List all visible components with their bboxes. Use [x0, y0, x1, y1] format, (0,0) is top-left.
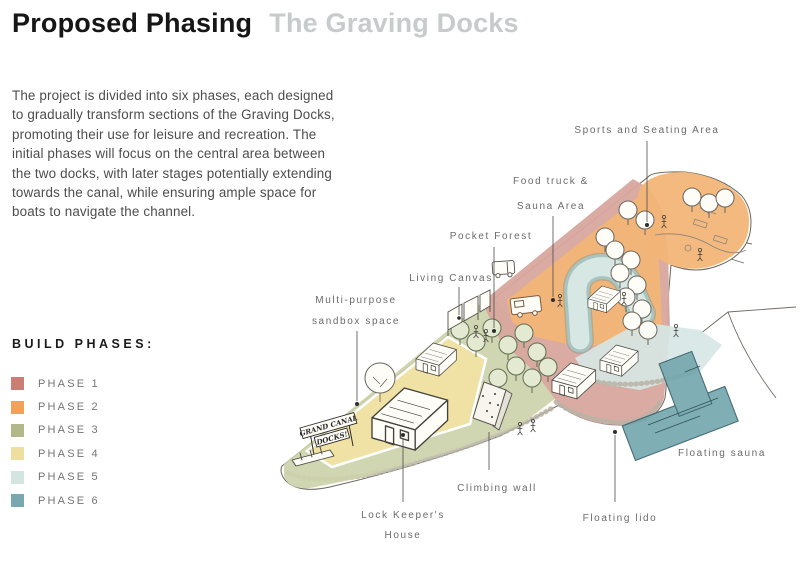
legend-heading: BUILD PHASES:	[12, 337, 155, 351]
sauna-deck-sketch	[647, 365, 719, 434]
title-sub: The Graving Docks	[269, 8, 519, 38]
label-pocket-forest: Pocket Forest	[450, 231, 533, 242]
legend-row-phase-2: PHASE 2	[11, 395, 100, 418]
legend-row-phase-1: PHASE 1	[11, 372, 100, 395]
map-labels: Sports and Seating Area Food truck & Sau…	[312, 125, 766, 541]
intro-paragraph: The project is divided into six phases, …	[12, 86, 335, 222]
phase5-label: PHASE 5	[38, 471, 100, 484]
lawn-tree	[364, 362, 396, 402]
label-climbing-wall: Climbing wall	[457, 483, 537, 494]
intro-line: the two docks, with later stages potenti…	[12, 165, 332, 181]
label-floating-lido: Floating lido	[583, 513, 658, 524]
legend-row-phase-3: PHASE 3	[11, 419, 100, 442]
phase6-label: PHASE 6	[38, 494, 100, 507]
phase2-swatch	[11, 400, 24, 414]
phase1-label: PHASE 1	[38, 377, 100, 390]
van	[491, 260, 516, 279]
title-main: Proposed Phasing	[12, 8, 253, 38]
intro-line: boats to navigate the channel.	[12, 204, 196, 220]
label-lock-keepers-line2: House	[385, 530, 422, 541]
label-sports-seating: Sports and Seating Area	[574, 125, 719, 136]
climbing-wall	[472, 381, 513, 431]
label-food-truck-line1: Food truck &	[513, 176, 589, 187]
intro-line: towards the canal, while ensuring ample …	[12, 184, 317, 200]
label-food-truck-line2: Sauna Area	[517, 201, 585, 212]
legend-row-phase-4: PHASE 4	[11, 442, 100, 465]
food-truck	[509, 295, 542, 318]
phase1-swatch	[11, 377, 24, 391]
intro-line: initial phases will focus on the central…	[12, 146, 326, 162]
label-living-canvas: Living Canvas	[409, 273, 493, 284]
phase4-swatch	[11, 447, 24, 461]
label-sandbox-line1: Multi-purpose	[315, 295, 396, 306]
legend-row-phase-5: PHASE 5	[11, 466, 100, 489]
phase5-swatch	[11, 470, 24, 484]
intro-line: to gradually transform sections of the G…	[12, 107, 335, 123]
page-title: Proposed Phasing The Graving Docks	[12, 8, 519, 39]
phase3-swatch	[11, 423, 24, 437]
label-floating-sauna: Floating sauna	[678, 448, 766, 459]
moored-boat	[291, 446, 335, 467]
build-phases-legend: PHASE 1 PHASE 2 PHASE 3 PHASE 4 PHASE 5 …	[11, 372, 100, 512]
legend-row-phase-6: PHASE 6	[11, 489, 100, 512]
phase2-label: PHASE 2	[38, 401, 100, 414]
phase1-quay-stipple	[553, 396, 664, 426]
living-canvas	[447, 289, 491, 336]
phase6-swatch	[11, 494, 24, 508]
phase3-label: PHASE 3	[38, 424, 100, 437]
label-lock-keepers-line1: Lock Keeper's	[361, 510, 445, 521]
label-leader-lines	[355, 141, 649, 502]
intro-line: The project is divided into six phases, …	[12, 88, 334, 103]
intro-line: promoting their use for leisure and recr…	[12, 126, 317, 142]
phase4-label: PHASE 4	[38, 447, 100, 460]
label-sandbox-line2: sandbox space	[312, 316, 400, 327]
